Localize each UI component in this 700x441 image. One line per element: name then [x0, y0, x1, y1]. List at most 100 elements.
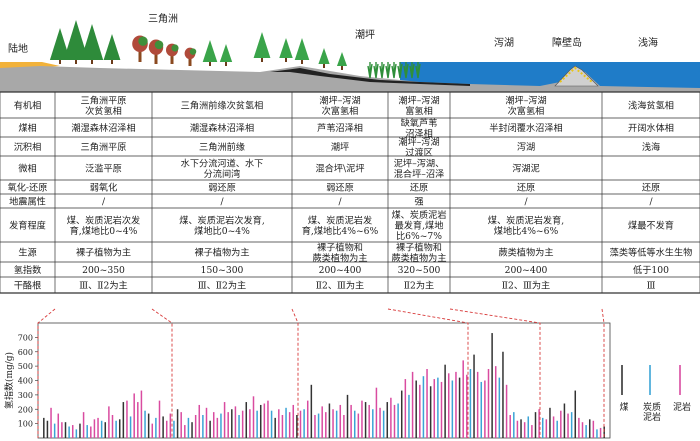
reed-plant-icon [403, 62, 409, 79]
deciduous-tree-icon [132, 35, 148, 62]
row-header: 煤相 [18, 122, 36, 134]
bar-carb-mudstone [372, 409, 374, 438]
bar-mudstone [169, 413, 172, 438]
bar-coal [534, 412, 537, 438]
zone-label-barrier-island: 障壁岛 [552, 36, 582, 49]
bar-coal [364, 402, 367, 438]
table-cell: 泻湖 [517, 142, 535, 153]
bar-mudstone [263, 403, 266, 438]
table-cell: 浅海 [642, 141, 660, 153]
table-cell: 泻湖泥 [512, 163, 540, 175]
bar-carb-mudstone [75, 429, 78, 438]
bar-mudstone [447, 373, 450, 438]
bar-coal [310, 384, 313, 438]
table-cell: 煤、炭质泥岩次发育,煤地比0~4% [179, 214, 265, 237]
bar-mudstone [299, 410, 302, 438]
bar-mudstone [234, 406, 237, 438]
table-cell: 三角洲平原 [81, 141, 127, 153]
table-cell: Ⅱ2、Ⅲ为主 [502, 280, 551, 292]
conifer-tree-icon [103, 34, 121, 64]
row-header: 有机相 [14, 100, 42, 112]
bar-mudstone [61, 422, 63, 438]
bar-coal [274, 417, 276, 438]
table-cell: Ⅱ2为主 [404, 280, 434, 292]
facies-table: 有机相三角洲平原次贫氢相三角洲前缘次贫氢相潮坪–泻湖次富氢相潮坪–泻湖富氢相潮坪… [0, 91, 700, 294]
table-cell: / [220, 197, 224, 208]
bar-coal [104, 422, 107, 438]
bar-coal [162, 416, 164, 438]
table-cell: / [524, 197, 528, 208]
bar-mudstone [426, 369, 428, 438]
bar-coal [209, 420, 211, 438]
bar-mudstone [343, 415, 345, 438]
table-cell: 潮湿森林沼泽相 [71, 122, 135, 134]
bar-coal [259, 404, 262, 438]
bar-coal [79, 423, 81, 438]
zone-label-land: 陆地 [8, 42, 28, 55]
conifer-tree-icon [336, 52, 348, 70]
bar-coal [574, 390, 577, 438]
conifer-tree-icon [63, 20, 89, 64]
bar-mudstone [325, 412, 327, 438]
table-cell: 200~350 [82, 265, 125, 276]
bar-coal [473, 354, 475, 438]
row-header: 生源 [18, 247, 36, 259]
barrier-island [554, 65, 599, 87]
table-cell: 开阔水体相 [628, 122, 674, 134]
bar-carb-mudstone [513, 412, 515, 438]
bar-mudstone [216, 417, 219, 438]
bar-carb-mudstone [317, 413, 320, 438]
y-tick-label: 500 [18, 362, 33, 371]
bar-carb-mudstone [397, 403, 399, 438]
barrier-dots [559, 66, 593, 83]
zone-label-lagoon: 泻湖 [494, 36, 514, 49]
conifer-tree-icon [294, 38, 310, 64]
bar-mudstone [339, 404, 342, 438]
bar-mudstone [223, 402, 226, 438]
bar-mudstone [50, 407, 52, 438]
bar-coal [563, 403, 566, 438]
bar-mudstone [375, 387, 378, 438]
bar-carb-mudstone [480, 381, 483, 438]
bar-mudstone [151, 423, 154, 438]
bar-carb-mudstone [570, 412, 573, 438]
hydrogen-index-chart: 100200300400500600700氢指数(mg/g)煤炭质泥岩泥岩 [3, 308, 691, 439]
bar-mudstone [82, 412, 85, 438]
table-cell: 还原 [642, 182, 660, 194]
bar-carb-mudstone [202, 415, 204, 438]
bar-mudstone [419, 384, 421, 438]
bar-mudstone [133, 393, 135, 438]
bar-mudstone [252, 396, 255, 438]
bar-mudstone [314, 415, 316, 438]
table-cell: Ⅲ、Ⅱ2为主 [198, 280, 247, 292]
bar-mudstone [332, 409, 334, 438]
bar-mudstone [93, 419, 96, 438]
table-cell: 200~400 [319, 265, 362, 276]
table-cell: 煤、炭质泥岩次发育,煤地比0~4% [67, 214, 141, 237]
table-cell: 缺氧芦苇沼泽相 [401, 117, 438, 140]
bar-mudstone [126, 400, 128, 438]
bar-coal [245, 402, 248, 438]
y-axis-label: 氢指数(mg/g) [3, 352, 15, 409]
bar-mudstone [361, 400, 363, 438]
bar-mudstone [531, 425, 533, 438]
bar-mudstone [411, 371, 414, 438]
bar-coal [176, 409, 179, 438]
zone-divider-dashed [387, 308, 469, 438]
bar-mudstone [509, 415, 511, 438]
bar-mudstone [137, 402, 139, 438]
table-cell: 半封闭覆水沼泽相 [489, 122, 563, 134]
table-cell: 泛滥平原 [85, 163, 122, 175]
table-cell: 混合坪\泥坪 [315, 163, 364, 175]
table-cell: 裸子植物和蕨类植物为主 [312, 241, 367, 264]
bar-coal [118, 419, 121, 438]
bar-mudstone [476, 371, 479, 438]
table-cell: / [338, 197, 342, 208]
bar-mudstone [288, 412, 291, 438]
bar-carb-mudstone [270, 410, 273, 438]
reed-plant-icon [379, 62, 385, 79]
conifer-tree-icon [318, 48, 330, 68]
cross-section: 陆地 三角洲 潮坪 泻湖 障壁岛 浅海 [0, 13, 700, 92]
bar-coal [296, 415, 298, 438]
